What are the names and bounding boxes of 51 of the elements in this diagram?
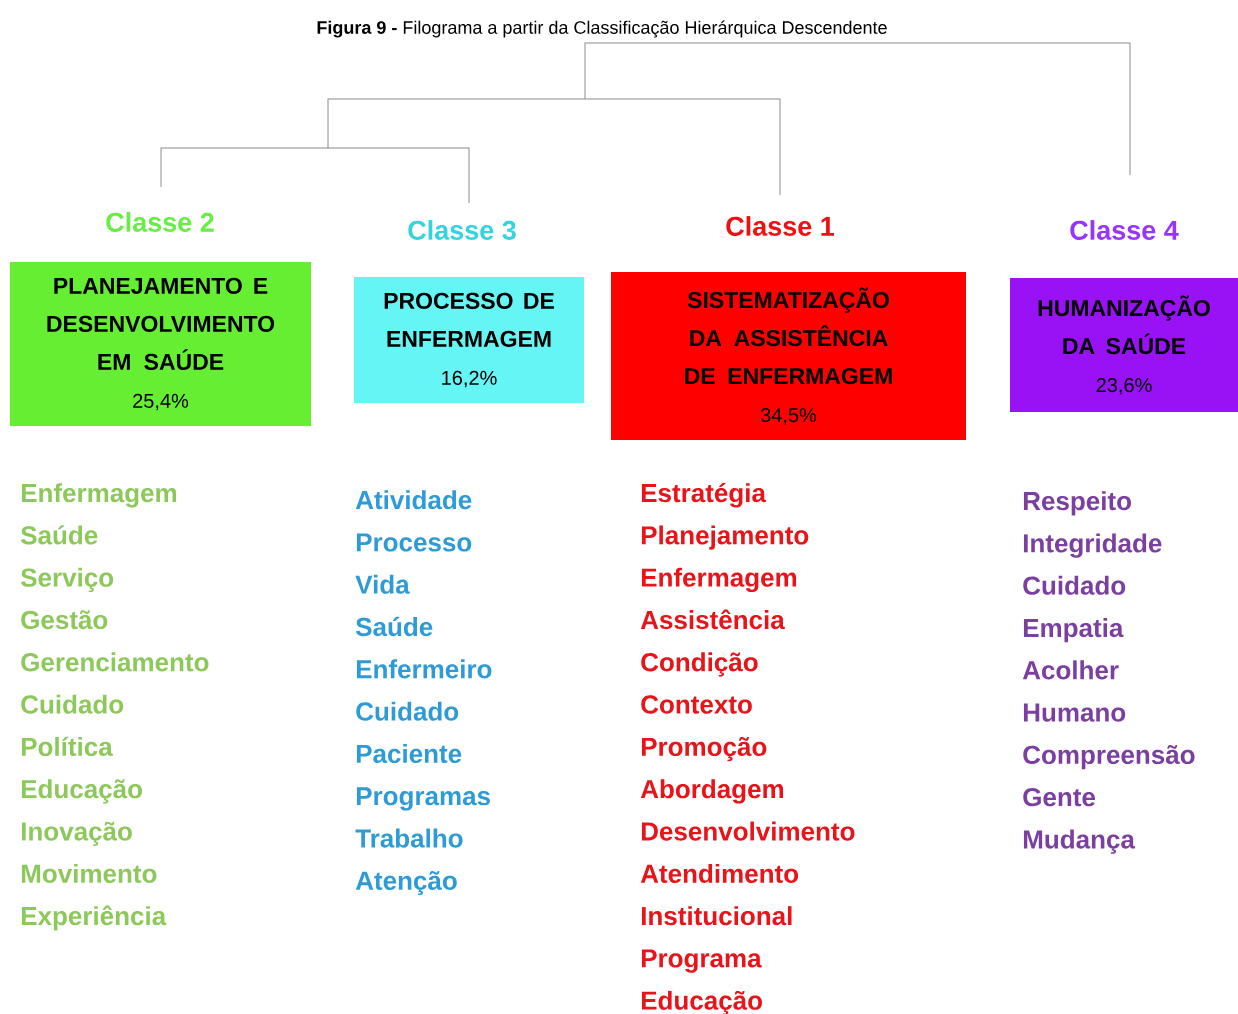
keyword: Promoção [641,737,767,762]
keyword: Atividade [355,490,472,510]
keyword: Atendimento [640,863,799,883]
keyword: Estratégia [641,482,767,508]
keyword: Abordagem [640,779,784,804]
class-heading: Classe 1 [726,216,834,236]
class-heading: Classe 4 [1070,220,1179,240]
keyword: Educação [21,779,142,804]
keyword: Processo [356,533,472,552]
keyword: Contexto [641,695,752,714]
keyword: Humano [1023,703,1126,722]
keyword: Cuidado [356,701,459,721]
keyword: Experiência [21,905,167,931]
keyword: Condição [641,652,758,677]
keyword: Gente [1023,787,1095,807]
keyword: Gestão [21,610,108,630]
keyword: Política [21,736,113,757]
keyword: Cuidado [21,694,124,714]
keyword: Saúde [20,525,98,545]
class-box: PLANEJAMENTO E DESENVOLVIMENTO EM SAÚDE 25,4% [10,262,311,426]
keyword: Serviço [20,567,114,592]
keyword: Respeito [1023,491,1131,516]
class-box: PROCESSO DE ENFERMAGEM 16,2% [354,277,584,403]
keyword: Vida [355,574,410,594]
keyword: Programa [641,949,762,973]
keyword: Empatia [1023,618,1124,643]
keyword: Atenção [355,870,457,896]
keyword: Inovação [21,821,132,846]
keyword: Integridade [1023,533,1162,558]
keyword: Trabalho [355,828,463,848]
keyword: Programas [356,787,490,811]
keyword: Enfermeiro [356,659,492,679]
keyword: Saúde [355,616,433,637]
class-box: HUMANIZAÇÃO DA SAÚDE 23,6% [1010,278,1238,412]
keyword: Planejamento [641,525,809,550]
keyword: Gerenciamento [21,652,209,672]
keyword: Acolher [1022,660,1119,680]
keyword: Enfermagem [21,483,177,508]
keyword: Paciente [356,743,462,764]
keyword: Cuidado [1023,575,1126,595]
keyword: Compreensão [1023,745,1195,770]
class-heading: Classe 2 [106,212,214,232]
keyword: Mudança [1023,829,1136,854]
keyword: Assistência [640,609,785,630]
keyword: Movimento [21,863,157,883]
keyword: Institucional [641,906,792,926]
keyword: Desenvolvimento [641,821,855,841]
class-box: SISTEMATIZAÇÃO DA ASSISTÊNCIA DE ENFERMAGEM 34,5% [611,272,966,440]
class-heading: Classe 3 [408,220,516,240]
figure-title: Figura 9 - Filograma a partir da Classificação Hierárquica Descendente [315,19,889,39]
keyword: Enfermagem [641,567,797,593]
